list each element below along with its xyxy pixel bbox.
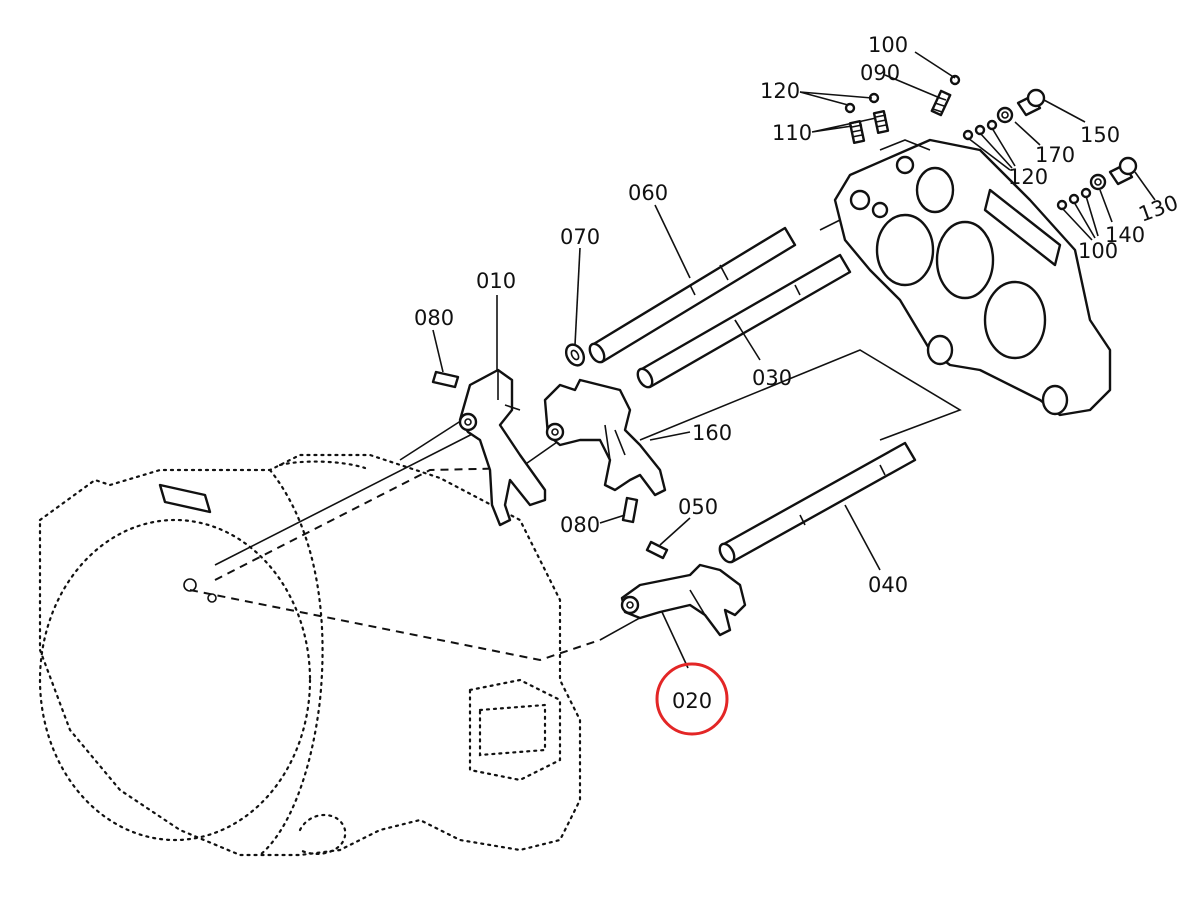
label-110: 110: [772, 121, 812, 145]
label-070: 070: [560, 225, 600, 249]
label-170: 170: [1035, 143, 1075, 167]
spring-090: [930, 89, 952, 117]
label-130: 130: [1136, 190, 1182, 226]
label-030: 030: [752, 366, 792, 390]
label-090: 090: [860, 61, 900, 85]
pin-080-lower: [621, 496, 639, 524]
spring-110-b: [872, 109, 890, 135]
detent-hardware: [844, 74, 1138, 219]
shift-rod-040: [718, 441, 917, 564]
label-160: 160: [692, 421, 732, 445]
shift-fork-160: [543, 378, 667, 497]
label-120-right: 120: [1008, 165, 1048, 189]
ball-120-a: [844, 102, 856, 114]
snap-ring-070: [564, 343, 586, 367]
label-140: 140: [1105, 223, 1145, 247]
side-cover-plate: [833, 138, 1112, 417]
label-100-right: 100: [1078, 239, 1118, 263]
washer-140: [1089, 173, 1107, 191]
leader-lines: [432, 51, 1156, 669]
part-labels: 100 090 120 110 150 170 120 130 140 100 …: [414, 33, 1181, 713]
label-120-top: 120: [760, 79, 800, 103]
label-080-lower: 080: [560, 513, 600, 537]
label-060: 060: [628, 181, 668, 205]
label-050: 050: [678, 495, 718, 519]
ball-100-c: [1068, 193, 1080, 205]
shift-fork-010: [458, 368, 547, 527]
highlight-circle-020: [655, 662, 729, 736]
pin-050: [645, 540, 669, 560]
ball-100-d: [1080, 187, 1092, 199]
shift-rod-060: [588, 226, 797, 364]
label-080-upper: 080: [414, 306, 454, 330]
ball-120-d: [974, 124, 986, 136]
ball-100-b: [1056, 199, 1068, 211]
washer-170: [996, 106, 1014, 124]
pin-080-upper: [431, 370, 460, 389]
ball-120-e: [986, 119, 998, 131]
label-040: 040: [868, 573, 908, 597]
ball-120-c: [962, 129, 974, 141]
shift-fork-020: [620, 563, 747, 637]
plug-150: [1016, 88, 1046, 117]
label-100-top: 100: [868, 33, 908, 57]
label-150: 150: [1080, 123, 1120, 147]
ball-100-a: [949, 74, 961, 86]
plug-130: [1108, 156, 1138, 186]
label-010: 010: [476, 269, 516, 293]
transmission-housing: [38, 453, 582, 857]
label-020: 020: [672, 689, 712, 713]
spring-110-a: [848, 119, 866, 145]
